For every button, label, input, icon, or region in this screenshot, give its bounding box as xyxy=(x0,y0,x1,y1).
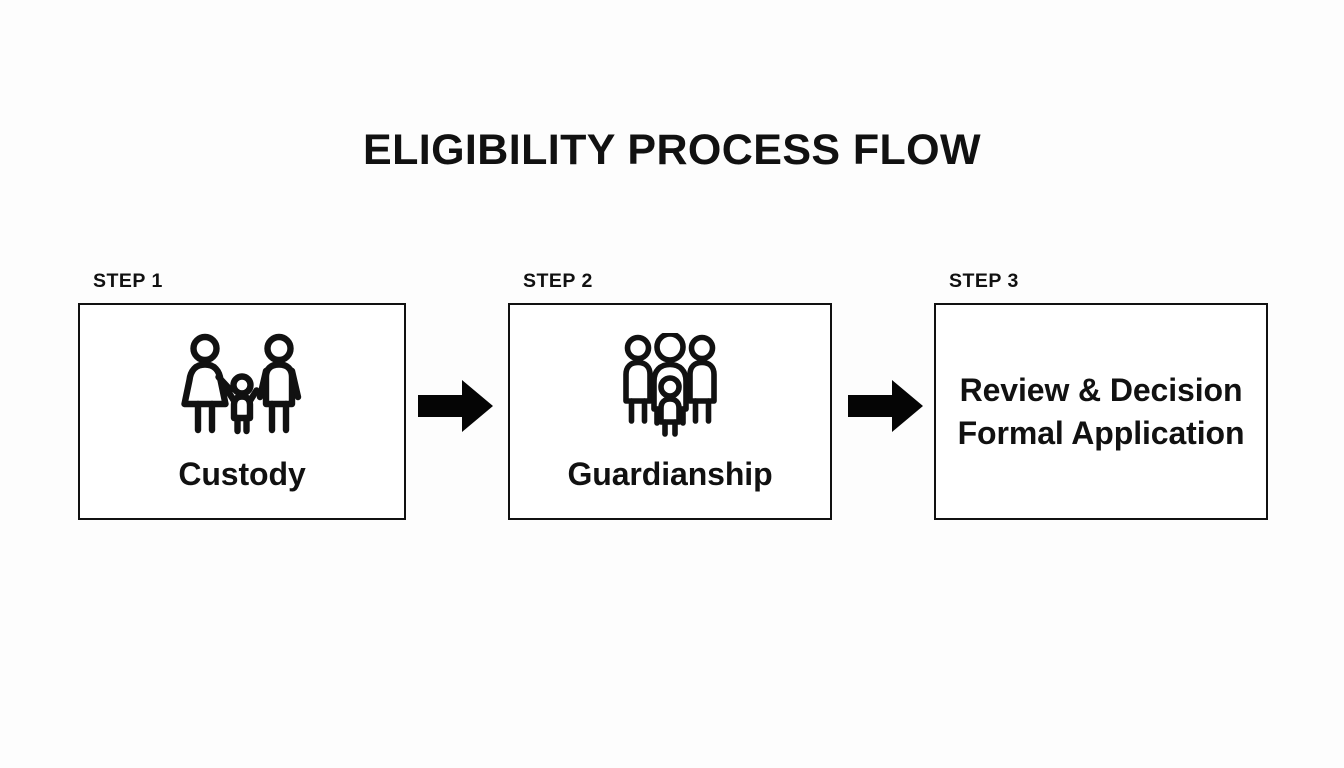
step-2-label: STEP 2 xyxy=(523,270,593,292)
step-3-label: STEP 3 xyxy=(949,270,1019,292)
step-2-box[interactable]: Guardianship xyxy=(508,303,832,520)
step-3-line-1: Review & Decision xyxy=(959,372,1243,409)
arrow-1-icon xyxy=(418,378,494,439)
step-3-text: Review & Decision Formal Application xyxy=(958,369,1245,453)
page-title: ELIGIBILITY PROCESS FLOW xyxy=(362,126,981,174)
arrow-2-icon xyxy=(848,378,924,439)
step-1-caption: Custody xyxy=(178,456,306,492)
step-2-caption: Guardianship xyxy=(567,456,773,492)
step-3-box[interactable]: Review & Decision Formal Application xyxy=(934,303,1268,520)
family-parents-child-icon xyxy=(180,333,304,442)
step-3-line-2: Formal Application xyxy=(957,414,1245,451)
step-1-box[interactable]: Custody xyxy=(78,303,406,520)
group-of-people-icon xyxy=(619,331,721,442)
step-1-label: STEP 1 xyxy=(93,270,163,292)
